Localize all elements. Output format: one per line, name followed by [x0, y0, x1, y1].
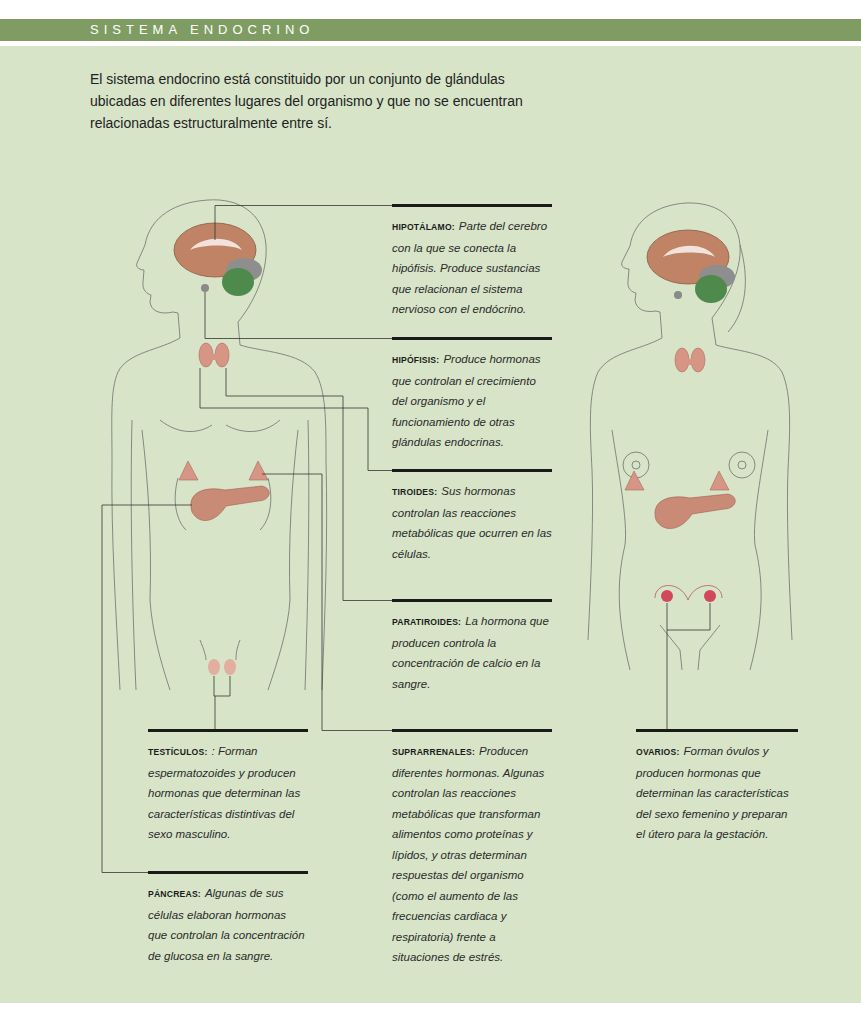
note-paragraph: SUPRARRENALES:Producen diferentes hormon… — [392, 741, 552, 968]
pancreas — [655, 494, 735, 529]
arm-outline — [588, 338, 662, 640]
pituitary — [674, 291, 682, 299]
note-paragraph: TESTÍCULOS:: Forman espermatozoides y pr… — [148, 741, 308, 845]
gland-note: TESTÍCULOS:: Forman espermatozoides y pr… — [148, 729, 308, 845]
groin-lines — [660, 625, 720, 670]
adrenal — [710, 471, 729, 490]
band-rule — [0, 42, 861, 44]
arm-outline — [716, 345, 792, 640]
adrenal — [179, 461, 198, 480]
gland-name: PÁNCREAS: — [148, 889, 201, 899]
leader-line — [226, 368, 392, 601]
arm-outline — [240, 345, 327, 690]
note-paragraph: OVARIOS:Forman óvulos y producen hormona… — [636, 741, 798, 845]
pancreas — [191, 486, 269, 521]
arm-inner — [131, 420, 136, 690]
gland-name: TESTÍCULOS: — [148, 747, 208, 757]
note-paragraph: PÁNCREAS:Algunas de sus células elaboran… — [148, 883, 308, 966]
male-figure — [112, 200, 327, 690]
brainstem — [695, 275, 727, 303]
adrenal — [625, 471, 644, 490]
note-paragraph: HIPÓFISIS:Produce hormonas que controlan… — [392, 349, 552, 453]
brain-detail — [663, 246, 715, 257]
gland-name: PARATIROIDES: — [392, 617, 461, 627]
note-paragraph: TIROIDES:Sus hormonas controlan las reac… — [392, 481, 552, 564]
neck-line — [712, 318, 716, 345]
gland-note: PARATIROIDES:La hormona que producen con… — [392, 599, 552, 694]
leader-line — [200, 368, 392, 471]
testicle — [208, 659, 220, 675]
breast — [738, 461, 746, 469]
leader-line — [205, 292, 392, 339]
ovary — [704, 590, 716, 602]
testicle — [224, 659, 236, 675]
gland-name: HIPOTÁLAMO: — [392, 222, 455, 232]
leader-line — [215, 206, 392, 241]
page-title: SISTEMA ENDOCRINO — [90, 22, 314, 38]
neck-line — [238, 322, 240, 345]
adrenal — [249, 461, 268, 480]
breast — [729, 452, 755, 478]
gland-note: HIPOTÁLAMO:Parte del cerebro con la que … — [392, 204, 552, 320]
gland-note: HIPÓFISIS:Produce hormonas que controlan… — [392, 337, 552, 453]
female-organs — [625, 230, 735, 602]
breast — [623, 452, 649, 478]
note-paragraph: PARATIROIDES:La hormona que producen con… — [392, 611, 552, 694]
head-outline — [622, 203, 741, 338]
torso-outline — [750, 430, 768, 670]
thyroid — [206, 354, 222, 360]
male-organs — [174, 223, 269, 675]
chest-lines — [160, 420, 280, 432]
brainstem — [222, 268, 254, 296]
torso-outline — [268, 430, 298, 690]
gland-description: Produce hormonas que controlan el crecim… — [392, 353, 541, 448]
brain-detail — [190, 239, 242, 250]
gland-description: Forman óvulos y producen hormonas que de… — [636, 745, 789, 840]
arm-inner — [305, 420, 309, 690]
gland-description: Producen diferentes hormonas. Algunas co… — [392, 745, 544, 963]
torso-outline — [142, 430, 170, 690]
gland-name: TIROIDES: — [392, 487, 437, 497]
leader-line — [262, 474, 392, 731]
gland-name: OVARIOS: — [636, 747, 679, 757]
gland-note: PÁNCREAS:Algunas de sus células elaboran… — [148, 871, 308, 966]
gland-description: Parte del cerebro con la que se conecta … — [392, 220, 547, 315]
groin-lines — [200, 640, 240, 660]
torso-outline — [612, 430, 630, 670]
leader-line — [214, 676, 230, 730]
kidney-lines — [175, 478, 271, 530]
note-paragraph: HIPOTÁLAMO:Parte del cerebro con la que … — [392, 216, 552, 320]
gland-name: HIPÓFISIS: — [392, 355, 439, 365]
thyroid — [682, 359, 698, 365]
pituitary — [201, 284, 209, 292]
head-outline — [137, 200, 267, 338]
ovary — [661, 590, 673, 602]
arm-outline — [112, 338, 180, 690]
hair-line — [728, 245, 745, 332]
gland-note: OVARIOS:Forman óvulos y producen hormona… — [636, 729, 798, 845]
leader-line — [667, 603, 710, 730]
intro-text: El sistema endocrino está constituido po… — [90, 68, 560, 134]
female-figure — [588, 203, 792, 670]
gland-note: TIROIDES:Sus hormonas controlan las reac… — [392, 469, 552, 564]
gland-name: SUPRARRENALES: — [392, 747, 475, 757]
breast — [632, 461, 640, 469]
gland-description: : Forman espermatozoides y producen horm… — [148, 745, 300, 840]
gland-note: SUPRARRENALES:Producen diferentes hormon… — [392, 729, 552, 968]
